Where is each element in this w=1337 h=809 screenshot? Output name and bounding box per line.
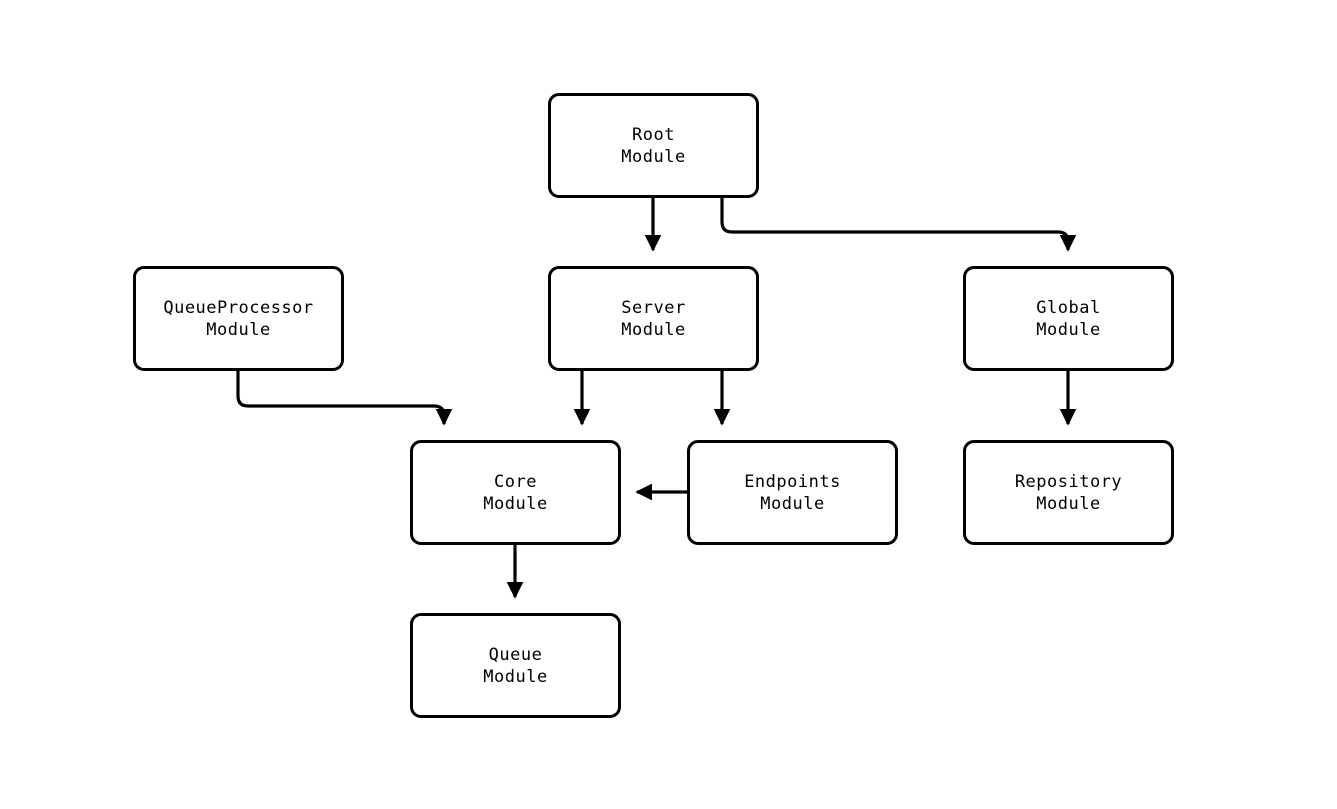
node-queueprocessor-module-line1: QueueProcessor xyxy=(163,297,314,318)
edge-root-to-global xyxy=(720,198,1077,252)
node-server-module-line2: Module xyxy=(621,319,686,340)
node-queueprocessor-module[interactable]: QueueProcessor Module xyxy=(133,266,344,371)
node-repository-module-line2: Module xyxy=(1036,493,1101,514)
node-endpoints-module-line1: Endpoints xyxy=(744,471,841,492)
node-global-module[interactable]: Global Module xyxy=(963,266,1174,371)
node-queue-module-line1: Queue xyxy=(488,644,543,665)
node-queue-module-line2: Module xyxy=(483,666,548,687)
node-endpoints-module[interactable]: Endpoints Module xyxy=(687,440,898,545)
node-global-module-line2: Module xyxy=(1036,319,1101,340)
node-queue-module[interactable]: Queue Module xyxy=(410,613,621,718)
node-repository-module-line1: Repository xyxy=(1014,471,1123,492)
node-core-module[interactable]: Core Module xyxy=(410,440,621,545)
node-core-module-line2: Module xyxy=(483,493,548,514)
node-endpoints-module-line2: Module xyxy=(760,493,825,514)
node-queueprocessor-module-line2: Module xyxy=(206,319,271,340)
node-root-module[interactable]: Root Module xyxy=(548,93,759,198)
node-repository-module[interactable]: Repository Module xyxy=(963,440,1174,545)
node-core-module-line1: Core xyxy=(494,471,537,492)
node-global-module-line1: Global xyxy=(1036,297,1101,318)
node-root-module-line1: Root xyxy=(632,124,675,145)
node-server-module-line1: Server xyxy=(621,297,686,318)
node-root-module-line2: Module xyxy=(621,146,686,167)
edge-queueprocessor-to-core xyxy=(236,371,453,426)
node-server-module[interactable]: Server Module xyxy=(548,266,759,371)
